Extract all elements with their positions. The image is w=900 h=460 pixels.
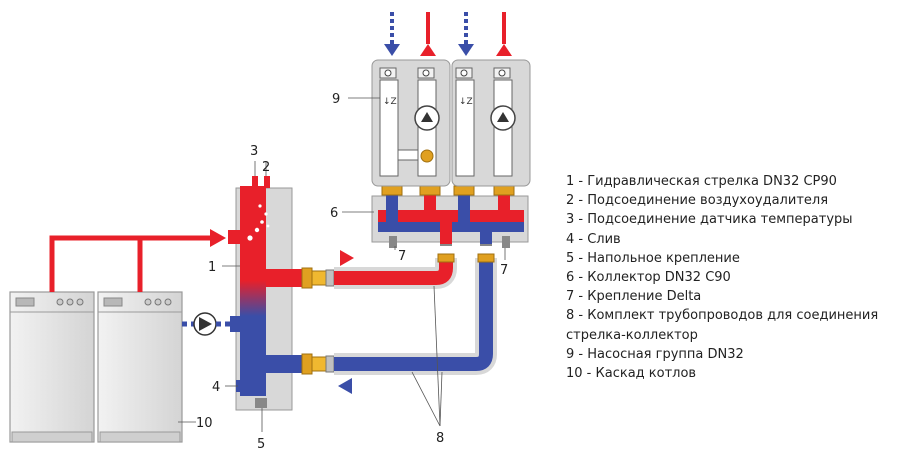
- boiler-cascade: [9, 291, 183, 443]
- boiler-left-display: [15, 297, 35, 307]
- hydraulic-separator: [228, 176, 302, 411]
- legend-item-4: 4 - Слив: [566, 231, 621, 247]
- brass-fittings-left: [301, 267, 335, 375]
- svg-text:↓Z: ↓Z: [459, 97, 473, 107]
- boiler-right-knob: [164, 298, 172, 306]
- legend-item-2: 2 - Подсоединение воздухоудалителя: [566, 193, 829, 209]
- separator-outlet-hot: [266, 269, 302, 287]
- callout-6: 6: [330, 206, 338, 221]
- boiler-right-knob: [144, 298, 152, 306]
- separator-body: [240, 186, 266, 396]
- boiler-left-knob: [56, 298, 64, 306]
- separator-outlet-cold: [230, 316, 242, 332]
- legend-item-9: 9 - Насосная группа DN32: [566, 346, 744, 362]
- separator-drain: [236, 380, 242, 392]
- callout-4: 4: [212, 380, 220, 395]
- boiler-left: [9, 291, 95, 443]
- boiler-right: [97, 291, 183, 443]
- boiler-left-knob: [76, 298, 84, 306]
- boiler-pump-icon: [193, 312, 217, 336]
- boiler-left-knob: [66, 298, 74, 306]
- legend-item-7: 7 - Крепление Delta: [566, 289, 702, 305]
- boiler-right-display: [103, 297, 123, 307]
- boiler-supply-pipes: [49, 235, 210, 292]
- callout-3: 3: [250, 144, 258, 159]
- collector-hot-bar: [378, 210, 524, 222]
- pipe-kit-hot-core: [334, 258, 453, 285]
- separator-connector-temp-sensor: [252, 176, 258, 188]
- callout-7-right: 7: [500, 263, 508, 278]
- pump-groups: ↓Z ↓Z: [371, 59, 531, 187]
- legend-item-8: 8 - Комплект трубопроводов для соединени…: [566, 308, 883, 343]
- separator-inlet-cold: [266, 355, 302, 373]
- legend-item-3: 3 - Подсоединение датчика температуры: [566, 212, 853, 228]
- legend-item-1: 1 - Гидравлическая стрелка DN32 CP90: [566, 174, 837, 189]
- legend-item-6: 6 - Коллектор DN32 C90: [566, 270, 731, 286]
- callout-8: 8: [436, 431, 444, 446]
- svg-text:↓Z: ↓Z: [383, 97, 397, 107]
- callout-2: 2: [262, 160, 270, 175]
- boiler-supply-pipe: [49, 235, 210, 292]
- boiler-right-base: [99, 431, 181, 443]
- delta-mount-right: [502, 236, 510, 248]
- pump-flow-arrows: [384, 12, 512, 56]
- separator-floor-mount: [255, 398, 267, 408]
- legend-item-10: 10 - Каскад котлов: [566, 366, 697, 382]
- legend: 1 - Гидравлическая стрелка DN32 CP90 2 -…: [566, 172, 896, 383]
- flow-arrow-supply: [340, 250, 354, 266]
- boiler-left-base: [11, 431, 93, 443]
- callout-10: 10: [196, 416, 213, 431]
- separator-inlet-hot: [228, 230, 244, 244]
- pipe-kit-cold-core: [334, 258, 493, 371]
- flow-arrow-return: [338, 378, 352, 394]
- callout-7-left: 7: [398, 249, 406, 264]
- boiler-right-knob: [154, 298, 162, 306]
- callout-9: 9: [332, 92, 340, 107]
- legend-item-5: 5 - Напольное крепление: [566, 250, 740, 266]
- separator-connector-air-vent: [264, 176, 270, 188]
- delta-mount-left: [389, 236, 397, 248]
- callout-leaders: [178, 97, 506, 432]
- collector: [371, 185, 529, 248]
- callout-5: 5: [257, 437, 265, 452]
- callout-1: 1: [208, 260, 216, 275]
- pipe-kit: [334, 242, 497, 375]
- flow-arrow-to-hydro: [210, 229, 226, 247]
